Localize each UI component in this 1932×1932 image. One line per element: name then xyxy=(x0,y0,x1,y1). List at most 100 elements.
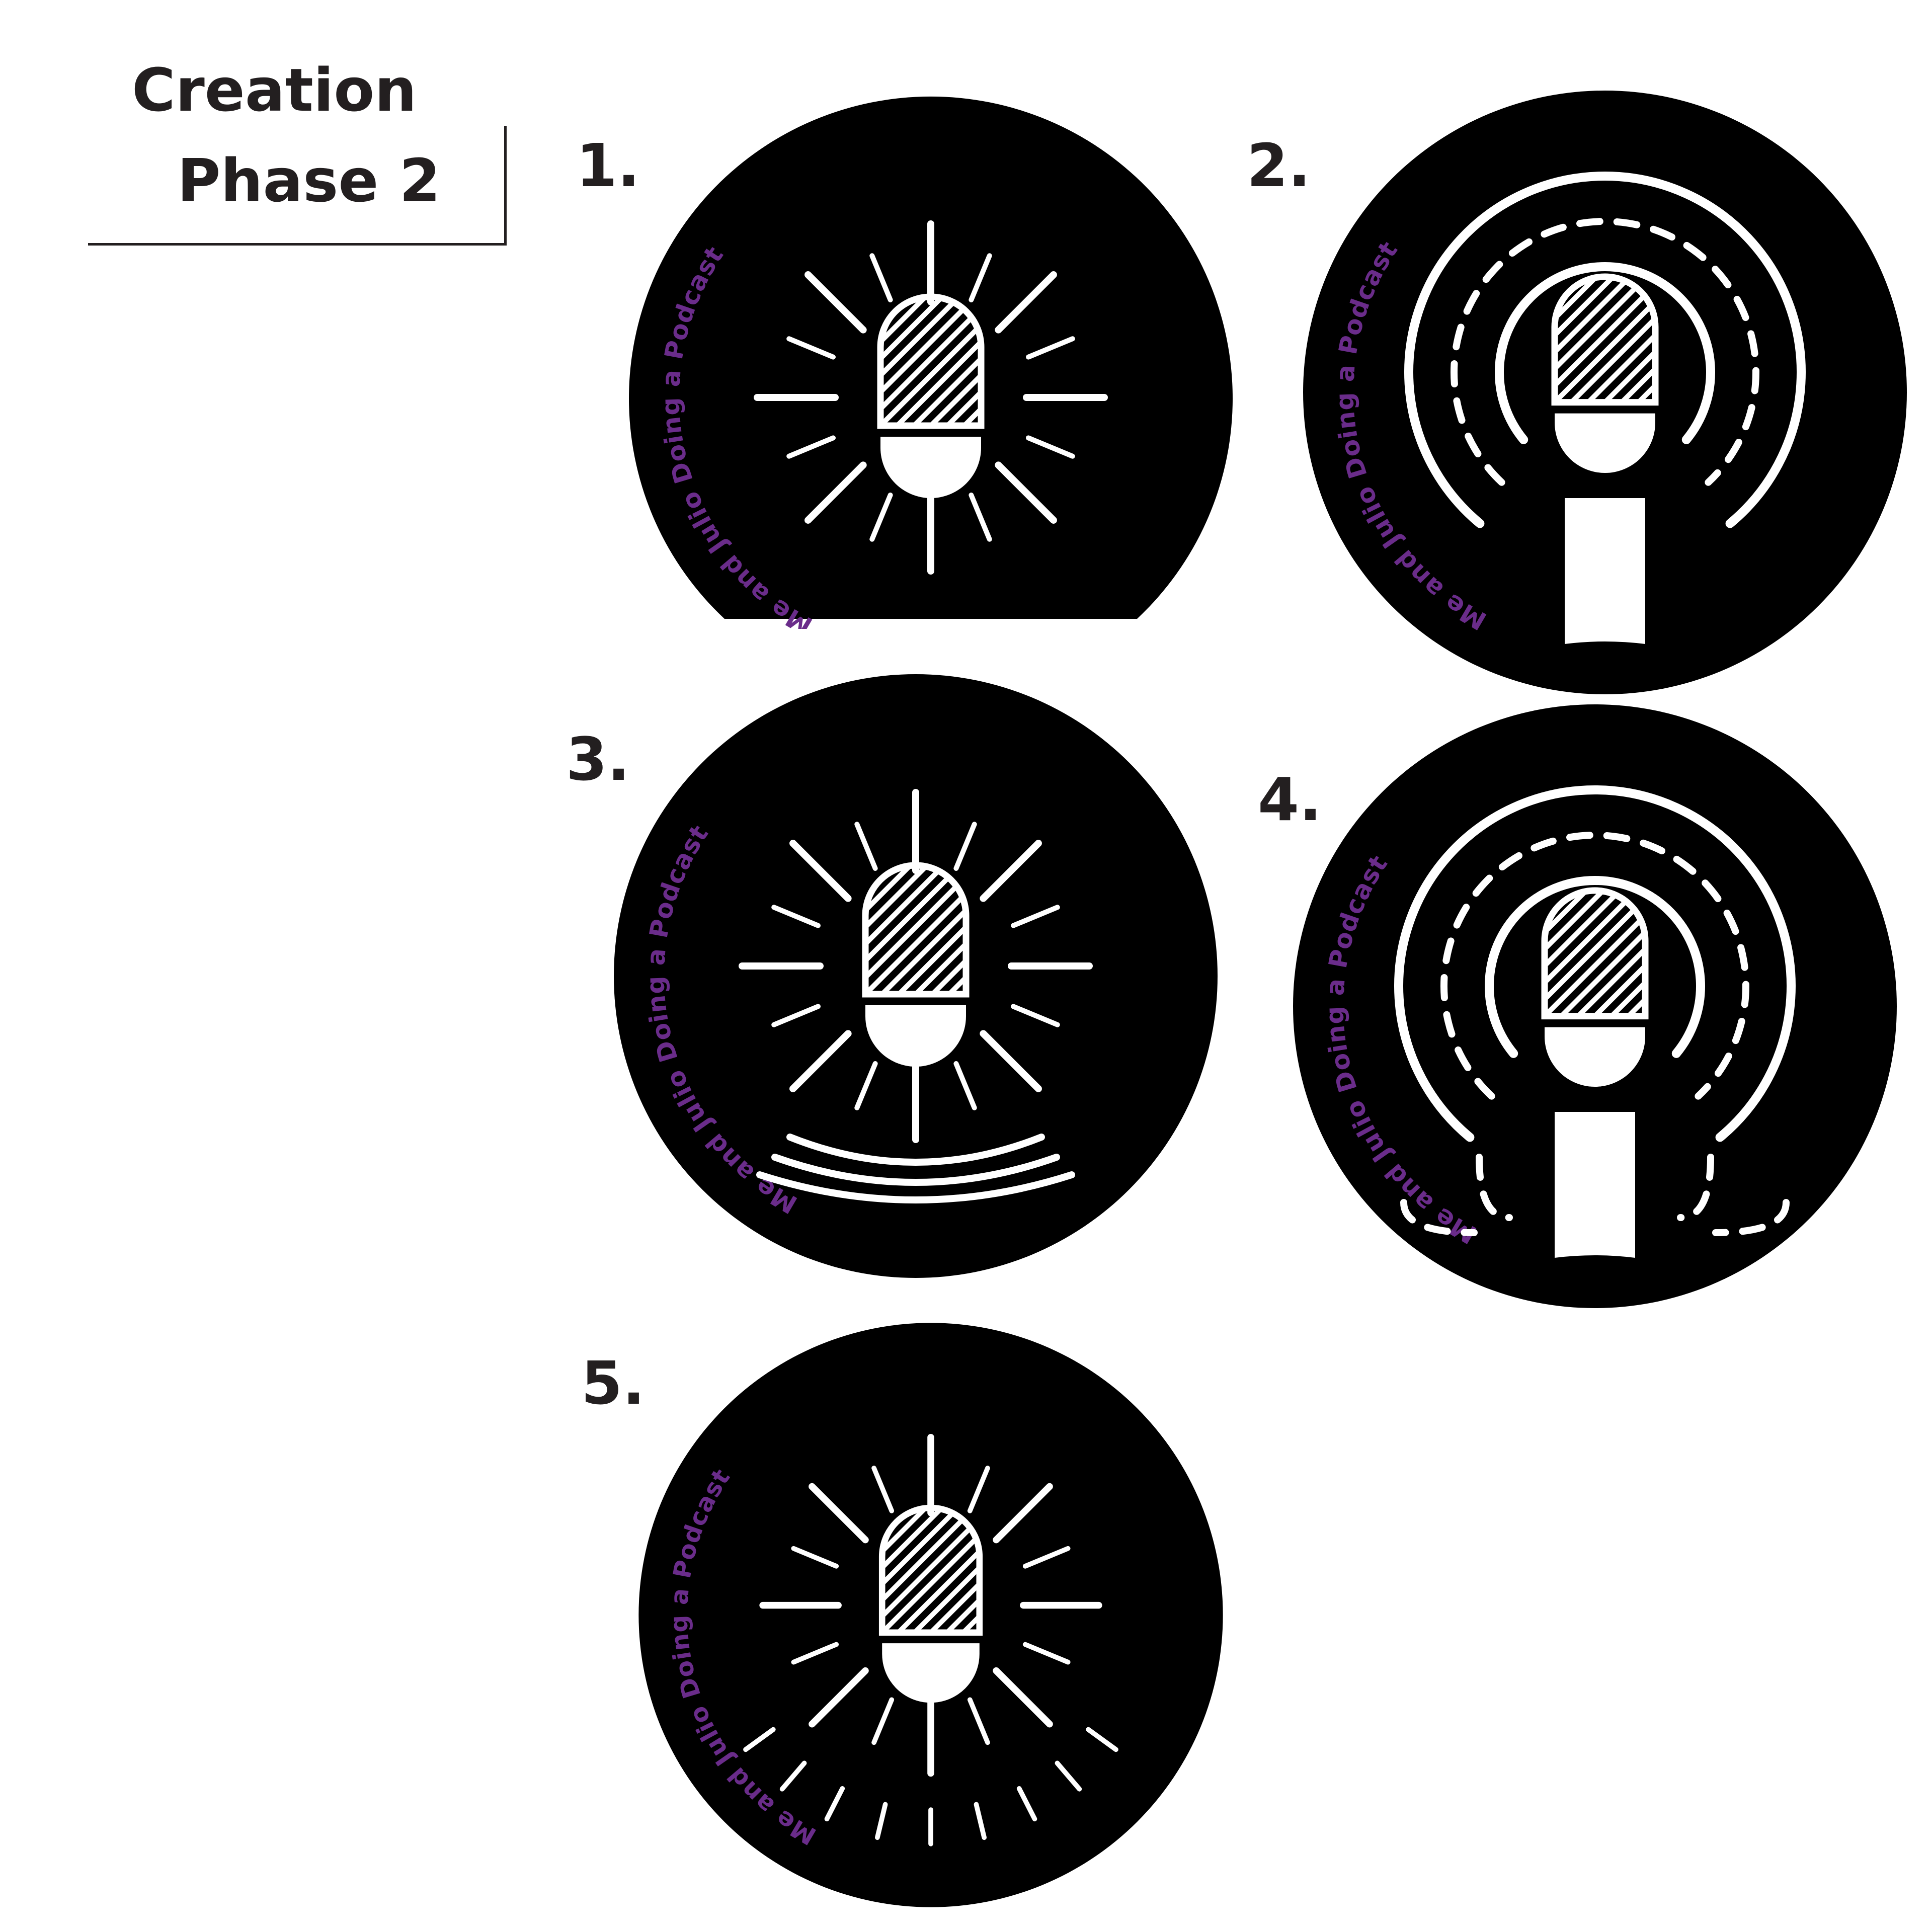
ray-line xyxy=(791,1546,839,1569)
concept-number-3: 3. xyxy=(566,725,630,794)
mic-grille xyxy=(878,1504,983,1636)
badge-concept-5: Me and Julio Doing a Podcast xyxy=(638,1323,1223,1907)
badge-concept-3: Me and Julio Doing a Podcast xyxy=(614,674,1218,1278)
ring-outer xyxy=(1404,172,1806,528)
microphone-icon xyxy=(1541,887,1649,1087)
badge-concept-4: Me and Julio Doing a Podcast xyxy=(1293,704,1897,1308)
header-side-rule xyxy=(504,126,507,246)
ray-line xyxy=(869,493,893,542)
concept-number-5: 5. xyxy=(581,1348,645,1418)
concept-number-1: 1. xyxy=(576,131,640,200)
mic-body xyxy=(865,1005,966,1067)
microphone-icon xyxy=(862,862,970,1067)
ray-line xyxy=(1011,905,1060,928)
wave-line xyxy=(771,1154,1060,1186)
tick-marks-bottom xyxy=(743,1727,1118,1846)
radiating-lines xyxy=(739,789,1093,1143)
ray-line xyxy=(995,461,1057,524)
ray-line xyxy=(789,1030,852,1092)
ray-line xyxy=(809,1483,869,1544)
ray-line xyxy=(993,1667,1053,1728)
mic-body xyxy=(882,1643,980,1703)
tick-mark xyxy=(1016,1786,1037,1822)
ray-line xyxy=(967,1466,990,1513)
badge-artwork xyxy=(1404,172,1806,644)
ray-line xyxy=(786,435,836,459)
tick-mark xyxy=(1086,1727,1118,1752)
dash-curve xyxy=(1677,1154,1714,1221)
mic-stand xyxy=(1555,1112,1635,1258)
ring-dashed xyxy=(1451,218,1759,486)
ray-line xyxy=(995,271,1057,334)
ray-line xyxy=(771,905,821,928)
mic-grille xyxy=(1541,887,1649,1020)
ray-line xyxy=(1026,435,1075,459)
sound-waves-bottom xyxy=(756,1134,1075,1203)
microphone-icon xyxy=(878,1504,983,1703)
ray-line xyxy=(969,493,992,542)
ray-line xyxy=(869,253,893,302)
mic-body xyxy=(1555,413,1655,473)
ray-line xyxy=(871,1697,895,1745)
ring-dashed xyxy=(1440,832,1749,1100)
badge-concept-1: Me and Julio Doing a Podcast xyxy=(629,96,1233,629)
header-subtitle: Phase 2 xyxy=(177,146,441,215)
dash-curve xyxy=(1400,1199,1478,1236)
dash-curve xyxy=(1476,1154,1513,1221)
ray-line xyxy=(789,840,852,902)
badge-artwork xyxy=(739,789,1093,1203)
ray-line xyxy=(771,1004,821,1027)
wave-line xyxy=(756,1171,1075,1203)
ray-line xyxy=(871,1466,895,1513)
header-title: Creation xyxy=(132,55,417,125)
badge-concept-2: Me and Julio Doing a Podcast xyxy=(1303,91,1907,694)
ray-line xyxy=(791,1642,839,1665)
ray-line xyxy=(809,1667,869,1728)
ray-line xyxy=(967,1697,990,1745)
dash-curve xyxy=(1712,1199,1790,1236)
ray-line xyxy=(854,1061,878,1110)
microphone-icon xyxy=(1551,273,1659,473)
badge-artwork xyxy=(1394,785,1796,1258)
tick-mark xyxy=(974,1802,987,1840)
ray-line xyxy=(786,336,836,360)
mic-grille xyxy=(1551,273,1659,406)
mic-grille xyxy=(877,293,985,429)
tick-mark xyxy=(874,1802,888,1840)
mic-grille-hatch xyxy=(1545,891,1645,1016)
tick-mark xyxy=(743,1727,776,1752)
ray-line xyxy=(1011,1004,1060,1027)
mic-grille xyxy=(862,862,970,998)
ring-outer xyxy=(1394,785,1796,1142)
ring-inner xyxy=(1485,876,1705,1058)
mic-body xyxy=(880,437,981,498)
ray-line xyxy=(1022,1546,1071,1569)
lower-dashes xyxy=(1400,1154,1790,1236)
ray-line xyxy=(969,253,992,302)
sound-wave-rings xyxy=(1404,172,1806,528)
microphone-icon xyxy=(877,293,985,498)
radiating-lines xyxy=(759,1434,1102,1777)
concept-number-4: 4. xyxy=(1258,765,1322,834)
sound-wave-rings xyxy=(1394,785,1796,1142)
ray-line xyxy=(993,1483,1053,1544)
tick-mark xyxy=(1055,1760,1082,1792)
ray-line xyxy=(980,840,1042,902)
ray-line xyxy=(980,1030,1042,1092)
ring-inner xyxy=(1495,262,1715,444)
ray-line xyxy=(953,1061,977,1110)
mic-stand xyxy=(1565,498,1645,644)
ray-line xyxy=(854,822,878,871)
wave-line xyxy=(786,1134,1045,1166)
tick-mark xyxy=(824,1786,845,1822)
mic-body xyxy=(1545,1027,1645,1087)
ray-line xyxy=(804,461,867,524)
ray-line xyxy=(1022,1642,1071,1665)
badge-artwork xyxy=(743,1434,1118,1846)
radiating-lines xyxy=(754,220,1108,575)
badge-artwork xyxy=(754,220,1108,575)
ray-line xyxy=(804,271,867,334)
header-underline xyxy=(88,243,506,246)
tick-mark xyxy=(779,1760,807,1792)
